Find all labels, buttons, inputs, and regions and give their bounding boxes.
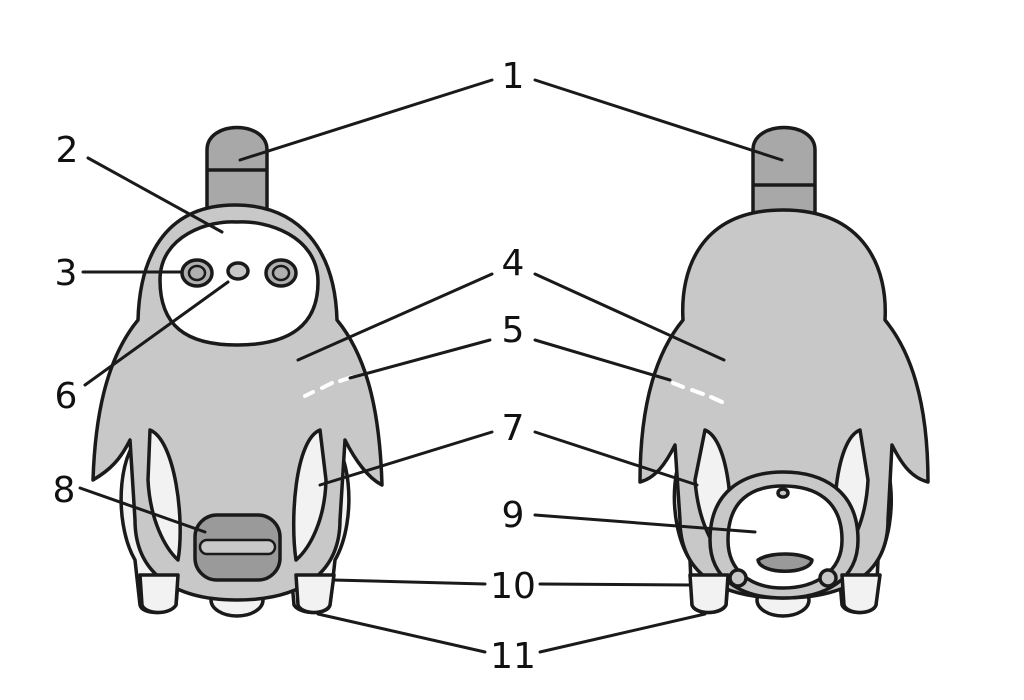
leader-7-front — [318, 430, 494, 487]
front-right-eye — [264, 258, 298, 288]
front-nose — [226, 261, 250, 281]
label-7: 7 — [502, 408, 525, 449]
back-horn — [751, 125, 817, 222]
leader-11-front — [316, 612, 487, 654]
front-face — [158, 220, 320, 347]
leader-2 — [86, 156, 224, 234]
front-left-arm-inner — [146, 428, 182, 562]
label-10: 10 — [490, 566, 536, 607]
front-right-arm-inner — [291, 428, 328, 562]
back-right-foot — [840, 573, 882, 615]
leader-5-front — [348, 338, 492, 380]
front-view — [91, 125, 384, 618]
leader-4-front — [296, 272, 494, 362]
back-right-screw — [818, 568, 838, 588]
leader-1-front — [238, 78, 494, 162]
back-left-foot — [688, 573, 730, 615]
front-left-eye — [180, 258, 214, 288]
leader-10-back — [538, 582, 692, 587]
leader-5-back — [533, 338, 672, 382]
label-2: 2 — [56, 130, 79, 171]
leader-10-front — [331, 578, 487, 586]
leader-9 — [533, 513, 757, 534]
back-panel-handle — [756, 552, 814, 573]
front-left-foot — [138, 573, 180, 615]
leader-11-back — [538, 612, 707, 654]
label-5: 5 — [502, 310, 525, 351]
back-panel-dot — [776, 487, 790, 499]
back-panel-inner — [726, 484, 844, 590]
leader-8 — [78, 486, 207, 534]
label-4: 4 — [502, 243, 525, 284]
label-11: 11 — [490, 636, 536, 677]
front-belly-slot — [198, 538, 277, 556]
leader-4-back — [533, 272, 726, 362]
back-left-screw — [728, 568, 748, 588]
leader-1-back — [533, 78, 784, 162]
label-8: 8 — [53, 470, 76, 511]
label-9: 9 — [502, 495, 525, 536]
front-left-eye-ring — [187, 264, 207, 282]
number-labels: 1 2 3 4 5 6 7 8 9 10 11 — [53, 56, 536, 677]
back-view — [638, 125, 930, 618]
back-marks — [671, 381, 724, 404]
front-right-eye-ring — [271, 264, 291, 282]
leader-6 — [83, 280, 230, 387]
label-1: 1 — [502, 56, 525, 97]
front-right-foot — [294, 573, 336, 615]
leader-lines — [78, 78, 784, 654]
label-3: 3 — [55, 253, 78, 294]
leader-7-back — [533, 430, 699, 487]
label-6: 6 — [55, 376, 78, 417]
